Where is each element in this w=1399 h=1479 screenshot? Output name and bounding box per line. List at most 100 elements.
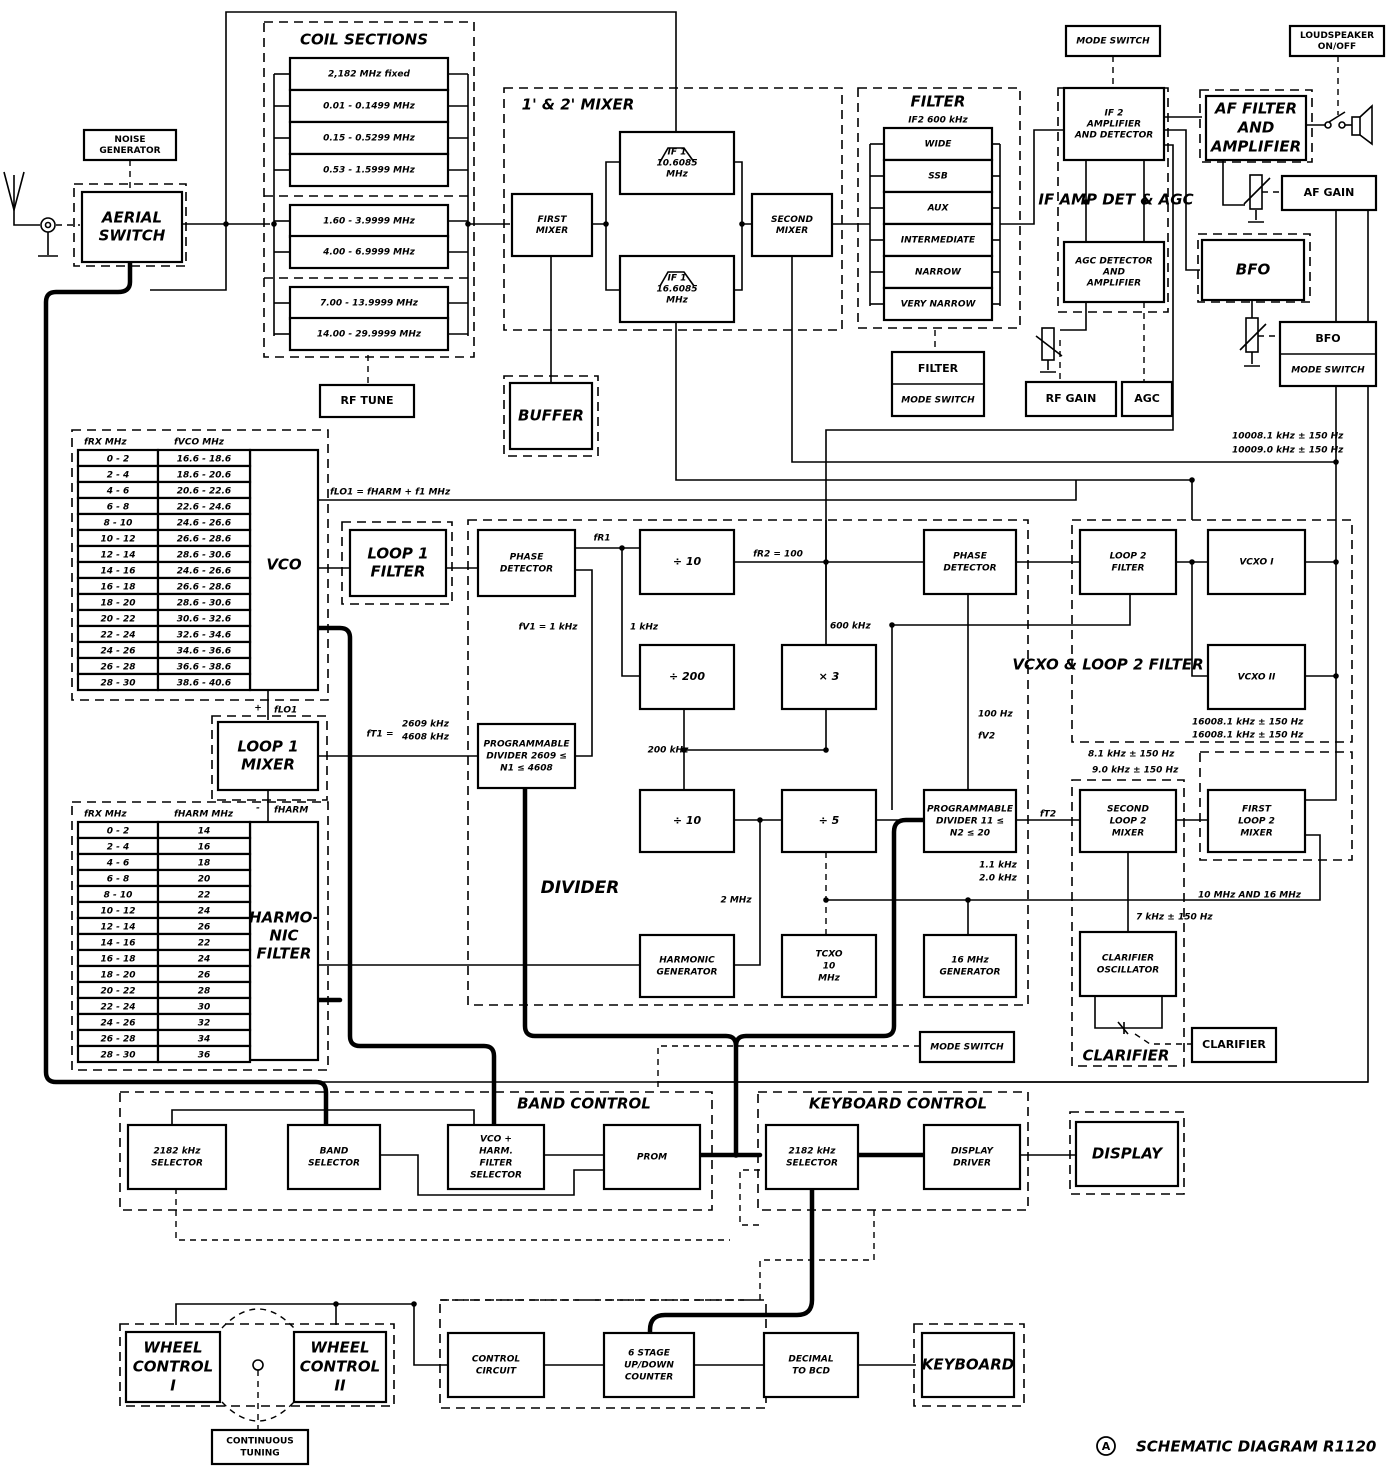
block-frame <box>318 383 416 419</box>
filter-item[interactable]: AUX <box>870 190 1000 226</box>
junction-dot <box>757 817 763 823</box>
block-label-line: ÷ 5 <box>819 814 840 827</box>
coil-section-frame <box>288 316 450 352</box>
filter-item-frame <box>882 286 994 322</box>
table-cell-value: 28.6 - 30.6 <box>177 599 231 609</box>
table-cell-frx: 8 - 10 <box>104 519 133 529</box>
coil-section-label: 0.01 - 0.1499 MHz <box>323 102 416 112</box>
block-mode-switch-mid[interactable]: MODE SWITCH <box>918 1030 1016 1064</box>
block-frame <box>1024 380 1118 418</box>
coil-section-item[interactable]: 7.00 - 13.9999 MHz <box>274 285 468 321</box>
coil-section-item[interactable]: 0.15 - 0.5299 MHz <box>274 120 468 156</box>
block-frame <box>126 1123 228 1191</box>
block-rf-tune[interactable]: RF TUNE <box>318 383 416 419</box>
block-clarifier-ctrl[interactable]: CLARIFIER <box>1190 1026 1278 1064</box>
block-label-line: SECOND <box>1107 805 1149 815</box>
junction-dot <box>1141 199 1147 205</box>
signal-flo1-small: fLO1 <box>274 706 297 716</box>
table-cell-frx: 14 - 16 <box>100 567 135 577</box>
block-frame <box>918 1030 1016 1064</box>
signal-2-0khz: 2.0 kHz <box>979 874 1018 884</box>
block-af-gain[interactable]: AF GAIN <box>1280 174 1378 212</box>
block-bfo: BFO <box>1200 238 1306 302</box>
block-agc[interactable]: AGC <box>1120 380 1174 418</box>
signal-10-16mhz: 10 MHz AND 16 MHz <box>1198 891 1302 901</box>
block-label-line: CLARIFIER <box>1102 954 1154 964</box>
filter-item[interactable]: INTERMEDIATE <box>870 222 1000 258</box>
filter-item[interactable]: WIDE <box>870 126 1000 162</box>
group-label-keyboard-control: KEYBOARD CONTROL <box>809 1095 987 1113</box>
junction-dot <box>889 622 895 628</box>
coil-section-item[interactable]: 0.01 - 0.1499 MHz <box>274 88 468 124</box>
block-label-line: AND DETECTOR <box>1074 131 1153 141</box>
block-frame <box>286 1123 382 1191</box>
block-label-line: GENERATOR <box>657 968 718 978</box>
table-cell-frx: 2 - 4 <box>107 471 130 481</box>
junction-dot <box>1189 477 1195 483</box>
coil-section-item[interactable]: 1.60 - 3.9999 MHz <box>274 203 468 239</box>
block-frame <box>80 190 184 264</box>
coil-sections-list: 2,182 MHz fixed 0.01 - 0.1499 MHz 0.15 - 0… <box>273 56 469 352</box>
block-label-line: PHASE <box>953 552 988 562</box>
filter-item-label: WIDE <box>925 140 953 150</box>
signal-clarifier-freq: 7 kHz ± 150 Hz <box>1136 913 1213 923</box>
block-label-line: UP/DOWN <box>624 1361 674 1371</box>
block-mode-switch-top[interactable]: MODE SWITCH <box>1064 24 1162 58</box>
group-outlines <box>71 21 1353 1409</box>
block-frame <box>1190 1026 1278 1064</box>
coil-section-label: 1.60 - 3.9999 MHz <box>323 217 416 227</box>
coil-section-item[interactable]: 14.00 - 29.9999 MHz <box>274 316 468 352</box>
block-frame <box>638 528 736 596</box>
table-cell-frx: 4 - 6 <box>106 859 130 869</box>
coil-section-item[interactable]: 2,182 MHz fixed <box>274 56 468 92</box>
block-label-line: DETECTOR <box>943 564 996 574</box>
block-label-line: AND <box>1102 268 1125 278</box>
block-keyboard[interactable]: KEYBOARD <box>920 1331 1016 1399</box>
block-frame <box>618 254 736 324</box>
block-label-line: KEYBOARD <box>922 1356 1015 1374</box>
signal-vcxo-a: 16008.1 kHz ± 150 Hz <box>1192 718 1304 728</box>
block-frame <box>508 381 594 451</box>
table-cell-value: 14 <box>198 827 211 837</box>
block-rf-gain-left[interactable]: RF GAIN <box>1024 380 1118 418</box>
bandpass-icon <box>659 147 695 163</box>
block-label-line: AERIAL <box>101 209 162 227</box>
table-cell-frx: 26 - 28 <box>100 663 135 673</box>
table-header: fRX MHz <box>84 810 127 820</box>
table-row: 0 - 2 14 <box>76 820 252 840</box>
block-label-line: BAND <box>320 1147 349 1157</box>
filter-item[interactable]: VERY NARROW <box>870 286 1000 322</box>
table-cell-value: 28.6 - 30.6 <box>177 551 231 561</box>
block-prom: PROM <box>602 1123 702 1191</box>
block-label-line: N2 ≤ 20 <box>950 829 990 839</box>
block-label-line: SELECTOR <box>151 1159 203 1169</box>
block-label-line: RF TUNE <box>341 394 394 407</box>
coil-section-item[interactable]: 0.53 - 1.5999 MHz <box>274 152 468 188</box>
group-label-vcxo-loop2: VCXO & LOOP 2 FILTER <box>1012 656 1203 674</box>
table-cell-frx: 0 - 2 <box>107 827 130 837</box>
block-label-line: FILTER <box>371 563 426 581</box>
switch-label-top: FILTER <box>918 362 959 375</box>
filter-item[interactable]: SSB <box>870 158 1000 194</box>
junction-dot <box>823 559 829 565</box>
filter-item[interactable]: NARROW <box>870 254 1000 290</box>
coil-section-item[interactable]: 4.00 - 6.9999 MHz <box>274 234 468 270</box>
block-frame <box>216 720 320 792</box>
